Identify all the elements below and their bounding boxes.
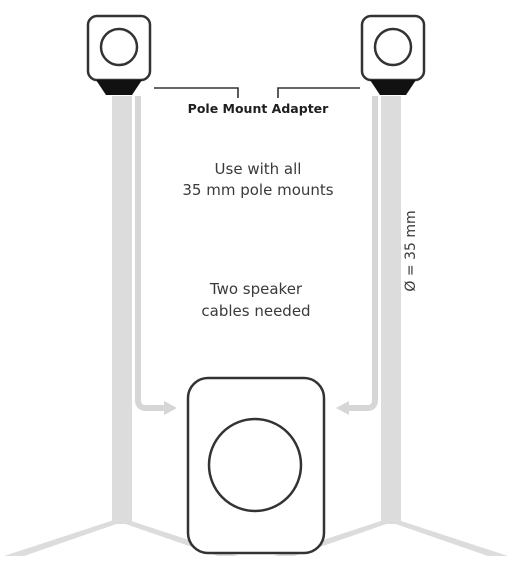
cables-text-line1: Two speaker [209, 280, 303, 298]
pole-mounts-text-line1: Use with all [215, 160, 302, 178]
right-pole [381, 96, 401, 524]
left-pole-mount-adapter [96, 80, 142, 95]
left-cable-arrow [135, 96, 177, 415]
pole-diameter-label: Ø = 35 mm [403, 210, 419, 291]
cables-text-line2: cables needed [201, 302, 310, 320]
pole-mounts-text-line2: 35 mm pole mounts [182, 181, 333, 199]
subwoofer [186, 376, 326, 555]
right-cable-arrow [336, 96, 378, 415]
left-pole [112, 96, 132, 524]
right-callout-line [277, 87, 360, 98]
left-callout-line [154, 87, 239, 98]
left-speaker [86, 14, 152, 82]
right-speaker [360, 14, 426, 82]
right-pole-mount-adapter [370, 80, 416, 95]
pole-mount-adapter-label: Pole Mount Adapter [188, 101, 329, 116]
